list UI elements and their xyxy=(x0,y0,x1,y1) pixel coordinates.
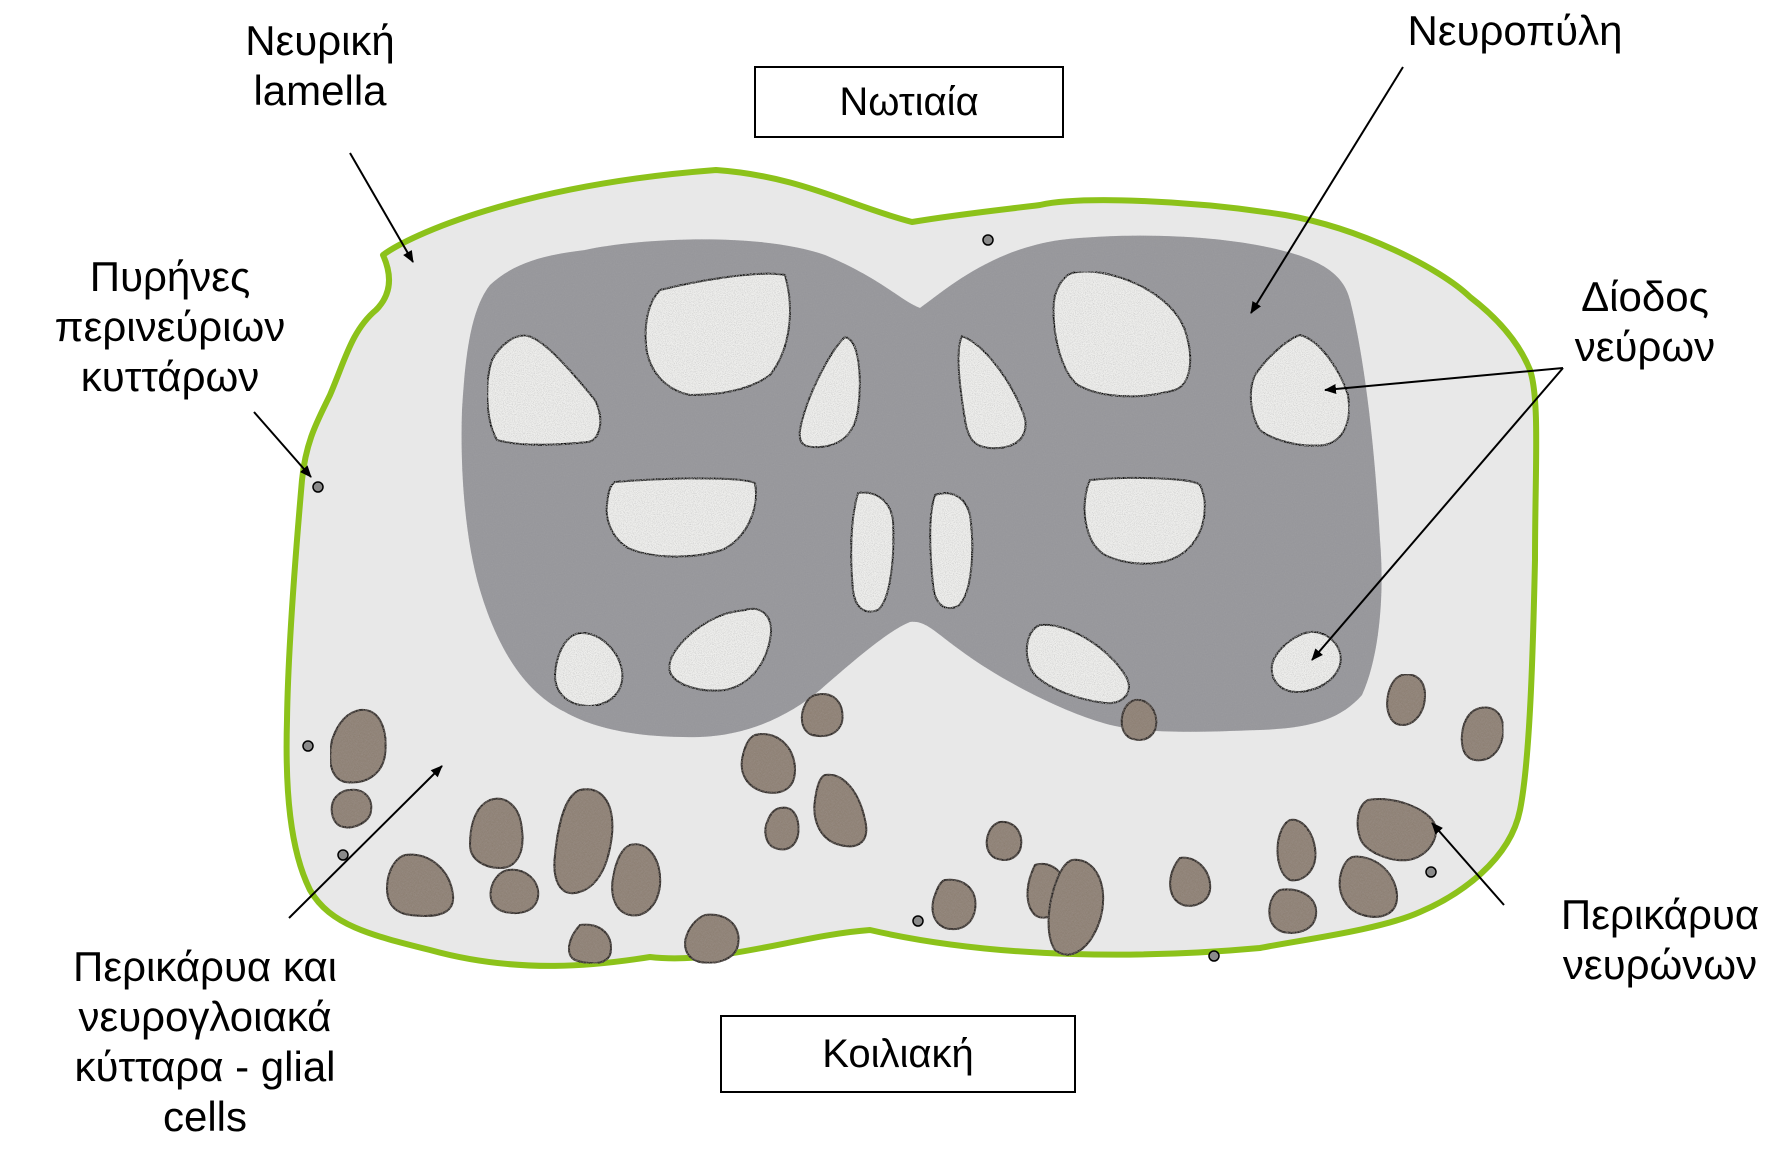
label-perineurial-nuclei: Πυρήνες περινεύριων κυττάρων xyxy=(20,252,320,402)
perineurial-nucleus xyxy=(303,741,313,751)
perikaryon xyxy=(569,925,611,964)
perineurial-nucleus xyxy=(913,916,923,926)
perineurial-nucleus xyxy=(313,482,323,492)
nerve-tract xyxy=(1085,478,1205,564)
perikaryon xyxy=(932,880,975,929)
label-line: νευρογλοιακά xyxy=(30,992,380,1042)
label-neuropile: Νευροπύλη xyxy=(1370,6,1660,56)
nerve-tract xyxy=(646,274,790,395)
label-line: Δίοδος xyxy=(1540,272,1750,322)
perikaryon xyxy=(1269,889,1316,932)
label-nerve-passage: Δίοδος νεύρων xyxy=(1540,272,1750,372)
label-line: περινεύριων xyxy=(20,302,320,352)
label-neural-lamella: Νευρική lamella xyxy=(220,16,420,116)
nerve-tract xyxy=(930,493,972,608)
label-line: Περικάρυα xyxy=(1540,890,1780,940)
label-line: Πυρήνες xyxy=(20,252,320,302)
perikaryon xyxy=(1122,700,1157,740)
nerve-tract xyxy=(851,492,893,611)
label-line: lamella xyxy=(220,66,420,116)
perikaryon xyxy=(332,790,372,828)
perineurial-nucleus xyxy=(1209,951,1219,961)
pointer-neural-lamella xyxy=(350,153,413,262)
label-line: νεύρων xyxy=(1540,322,1750,372)
label-line: Νευροπύλη xyxy=(1370,6,1660,56)
label-line: Νευρική xyxy=(220,16,420,66)
label-line: cells xyxy=(30,1092,380,1142)
perikaryon xyxy=(470,799,523,868)
perineurial-nucleus xyxy=(983,235,993,245)
perikaryon xyxy=(612,844,660,915)
perikaryon xyxy=(987,822,1022,860)
label-line: Περικάρυα και xyxy=(30,942,380,992)
label-dorsal: Νωτιαία xyxy=(754,66,1064,138)
perineurial-nucleus xyxy=(338,850,348,860)
perikaryon xyxy=(765,808,798,850)
pointer-perineurial-nuclei xyxy=(254,412,311,477)
perikaryon xyxy=(491,870,539,913)
label-line: νευρώνων xyxy=(1540,940,1780,990)
label-neuron-perikarya: Περικάρυα νευρώνων xyxy=(1540,890,1780,990)
perikaryon xyxy=(802,694,843,736)
label-perikarya-glia: Περικάρυα και νευρογλοιακά κύτταρα - gli… xyxy=(30,942,380,1142)
perineurial-nucleus xyxy=(1426,867,1436,877)
label-line: κυττάρων xyxy=(20,352,320,402)
label-ventral: Κοιλιακή xyxy=(720,1015,1076,1093)
label-line: κύτταρα - glial xyxy=(30,1042,380,1092)
